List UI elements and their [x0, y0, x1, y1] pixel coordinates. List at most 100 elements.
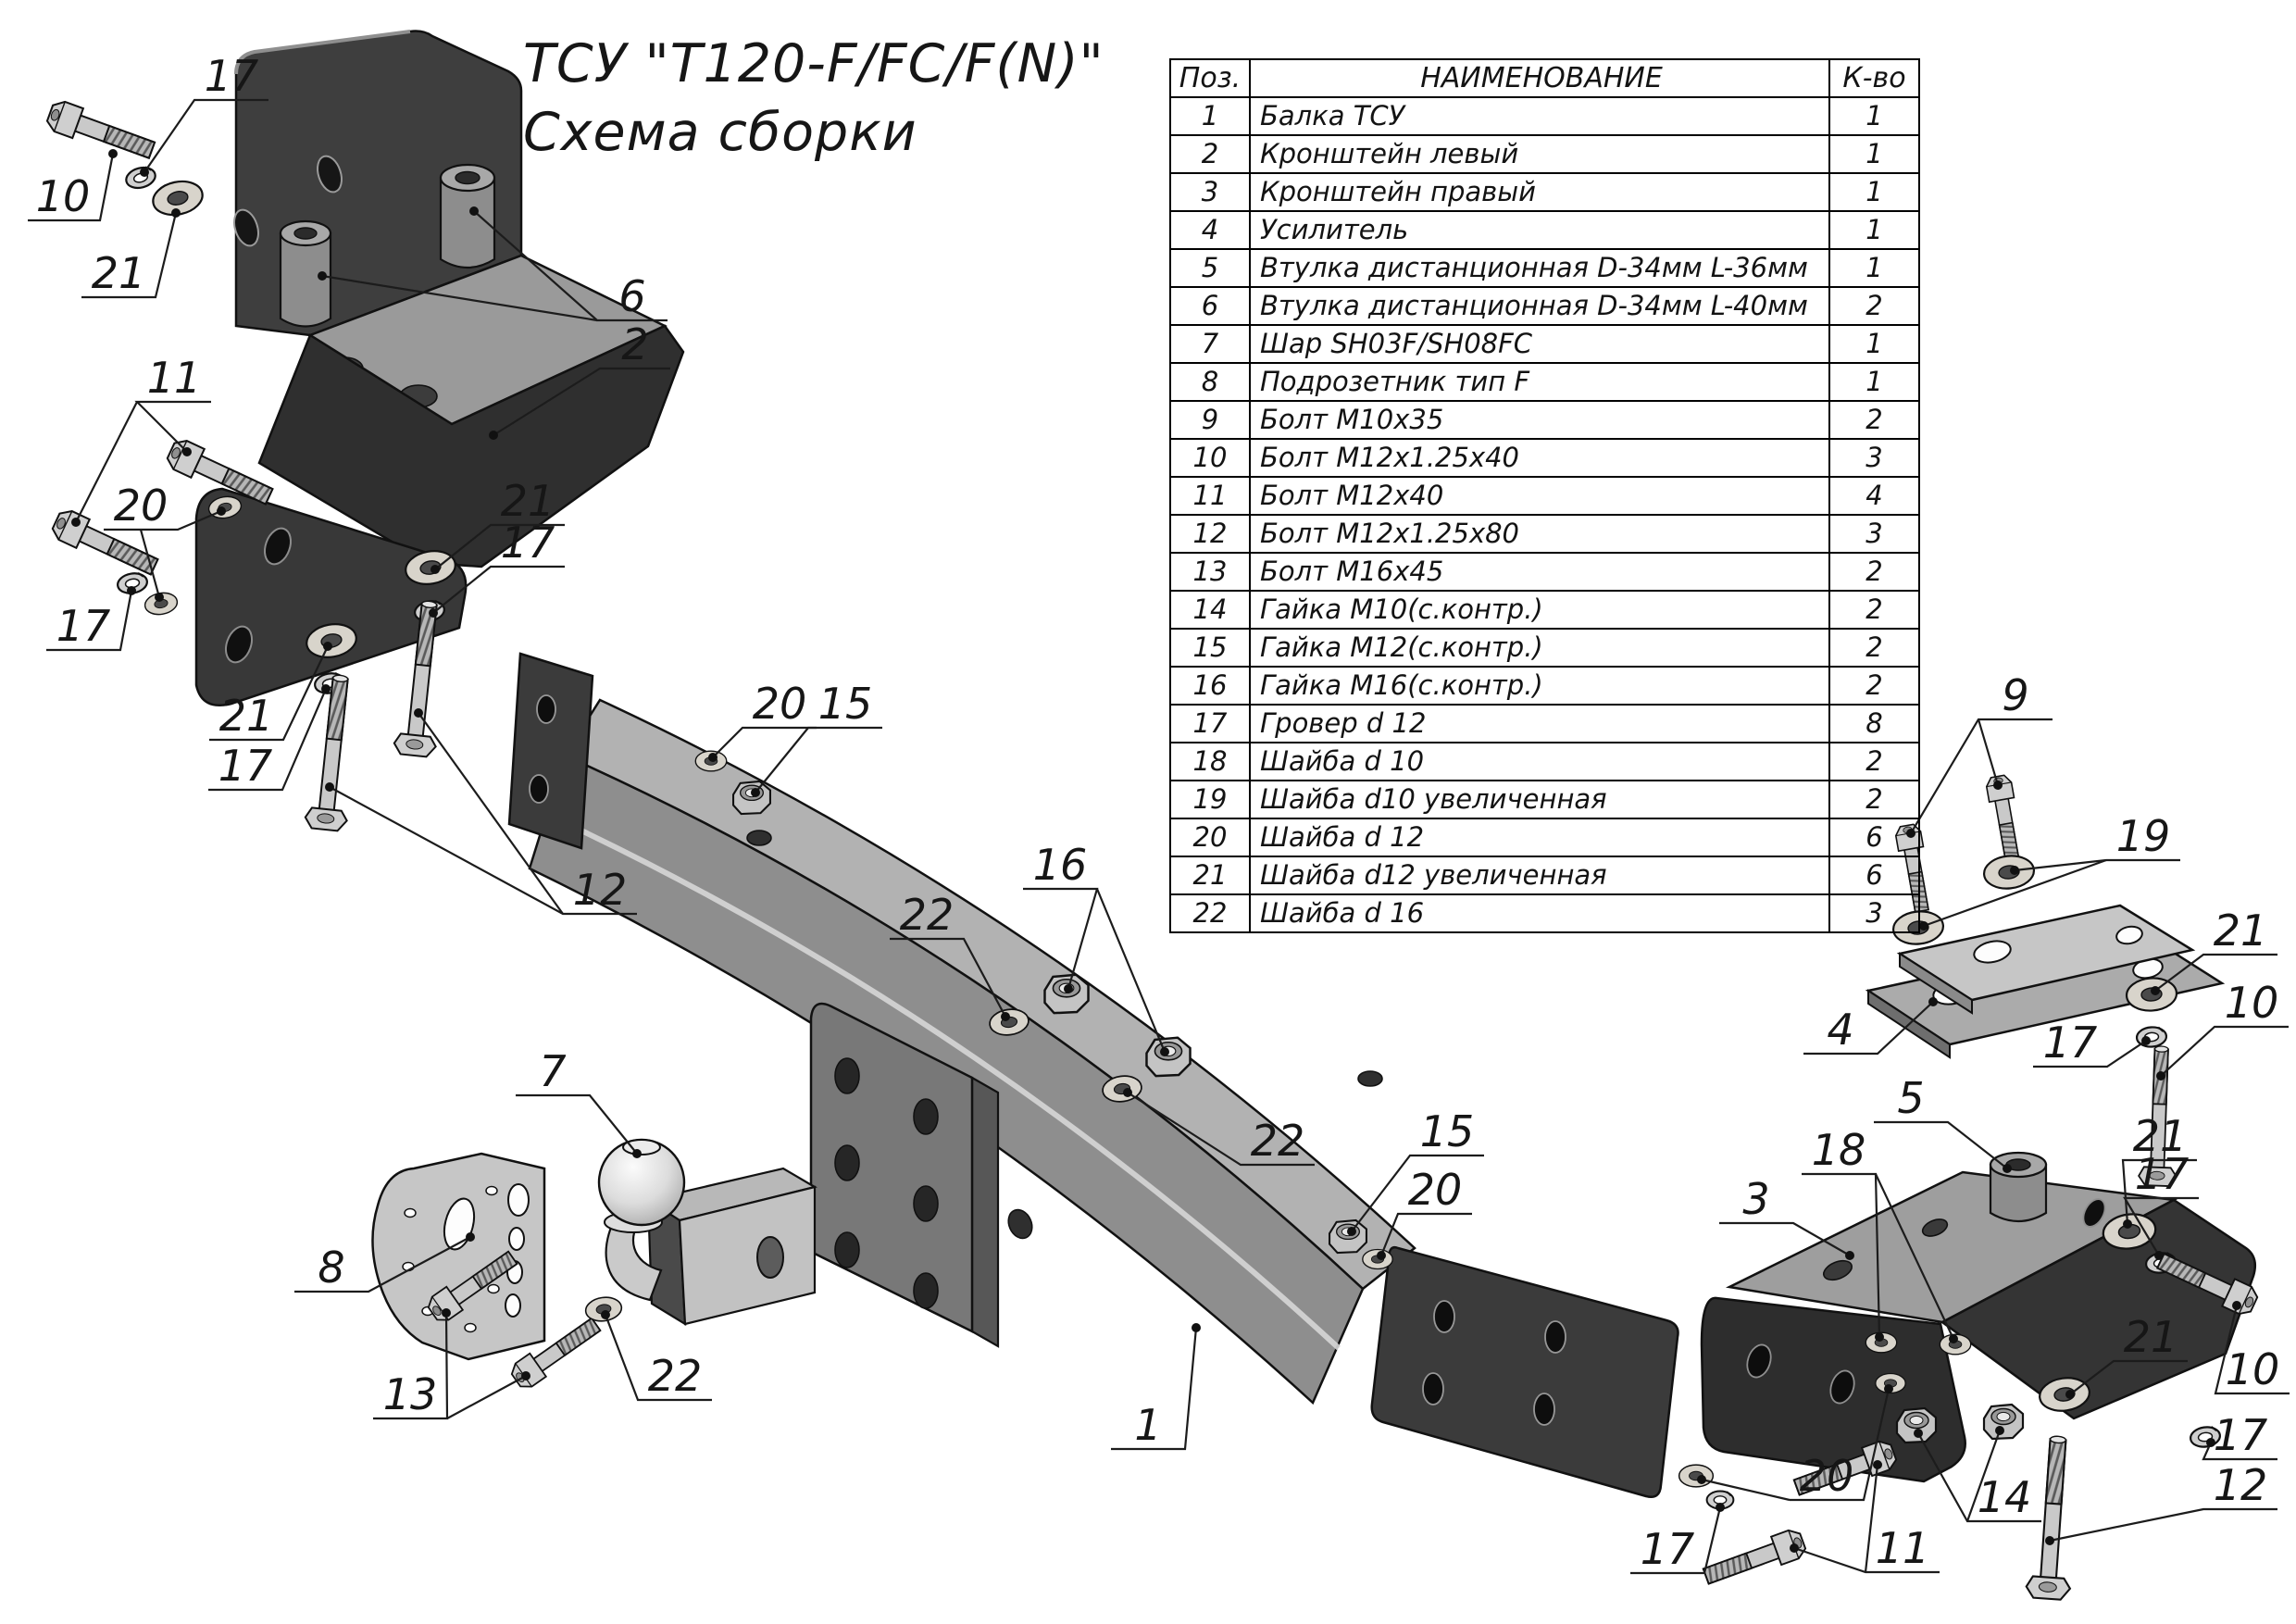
- nut-m16-part: [1145, 1036, 1192, 1078]
- svg-text:17: 17: [501, 518, 555, 568]
- col-header-qty: К-во: [1828, 58, 1920, 98]
- nut-m16-part: [1043, 973, 1090, 1015]
- svg-text:11: 11: [147, 353, 202, 403]
- callout: 7: [516, 1046, 642, 1158]
- svg-text:8: 8: [318, 1243, 344, 1293]
- nut-m12-part: [1329, 1218, 1367, 1255]
- callout: 10: [2214, 1301, 2290, 1395]
- svg-text:3: 3: [1742, 1174, 1769, 1224]
- bolt-m12-part: [1700, 1526, 1809, 1592]
- col-header-name: НАИМЕНОВАНИЕ: [1249, 58, 1830, 98]
- svg-text:11: 11: [1876, 1523, 1930, 1573]
- nut-m12-part: [732, 780, 771, 816]
- callout: 9: [1906, 670, 2053, 838]
- svg-text:17: 17: [2214, 1410, 2268, 1460]
- left-bracket-part: [194, 30, 685, 706]
- callout: 15: [1347, 1106, 1484, 1236]
- callout: 2: [489, 319, 670, 440]
- svg-text:22: 22: [900, 890, 955, 940]
- svg-text:17: 17: [56, 601, 111, 651]
- svg-text:1: 1: [1134, 1400, 1161, 1450]
- svg-text:20: 20: [114, 481, 168, 531]
- svg-text:6: 6: [618, 271, 645, 321]
- callout: 17: [208, 684, 331, 792]
- callout: 5: [1874, 1073, 2012, 1173]
- svg-text:13: 13: [383, 1369, 438, 1419]
- svg-text:5: 5: [1897, 1073, 1924, 1123]
- svg-text:17: 17: [218, 741, 273, 791]
- callout: 21: [430, 476, 565, 574]
- socket-plate-part: [371, 1152, 546, 1361]
- svg-text:19: 19: [2116, 811, 2171, 861]
- callout: 20: [708, 679, 817, 762]
- grover-washer-part: [122, 163, 159, 193]
- callout: 14: [1914, 1426, 2041, 1523]
- svg-text:2: 2: [621, 319, 648, 369]
- callout: 21: [81, 208, 181, 299]
- callout: 11: [71, 353, 211, 527]
- right-bracket-part: [1700, 1151, 2256, 1483]
- bolt-long-part: [303, 672, 363, 833]
- svg-text:9: 9: [2002, 670, 2028, 720]
- callout: 22: [1123, 1088, 1315, 1167]
- beam-part: [507, 652, 1679, 1498]
- callout: 11: [1790, 1460, 1940, 1574]
- callout: 17: [1630, 1503, 1725, 1575]
- svg-text:21: 21: [219, 691, 274, 741]
- callout: 10: [28, 149, 118, 222]
- callout: 17: [2123, 1149, 2199, 1260]
- callout: 10: [2156, 978, 2289, 1081]
- callouts: 17 10 21 6 2 11 20 17 21 17 21 17 12 20 …: [28, 51, 2290, 1575]
- washer-part: [1362, 1248, 1393, 1270]
- bolt-m12-part: [44, 97, 158, 167]
- callout: 17: [46, 586, 136, 652]
- svg-text:21: 21: [501, 476, 555, 526]
- callout: 6: [318, 206, 668, 322]
- svg-text:21: 21: [2214, 906, 2268, 956]
- callout: 19: [1919, 811, 2180, 931]
- svg-text:16: 16: [1033, 840, 1088, 890]
- svg-text:17: 17: [2135, 1149, 2190, 1199]
- washer-d10-part: [1981, 852, 2037, 893]
- washer-part: [1678, 1464, 1715, 1488]
- callout: 16: [1023, 840, 1169, 1056]
- callout: 20: [1697, 1384, 1893, 1502]
- svg-text:22: 22: [1251, 1116, 1305, 1166]
- svg-text:17: 17: [205, 51, 259, 101]
- callout: 22: [890, 890, 1010, 1021]
- svg-text:10: 10: [36, 171, 91, 221]
- svg-text:10: 10: [2225, 978, 2279, 1028]
- callout: 21: [209, 642, 332, 742]
- bushing-d34-part: [279, 163, 496, 328]
- svg-text:17: 17: [2043, 1018, 2098, 1068]
- callout: 13: [373, 1308, 530, 1420]
- svg-text:20: 20: [1408, 1165, 1463, 1215]
- svg-text:7: 7: [539, 1046, 566, 1096]
- svg-text:14: 14: [1978, 1472, 2032, 1522]
- callout: 17: [429, 518, 565, 618]
- callout: 17: [2033, 1018, 2151, 1068]
- svg-text:10: 10: [2226, 1344, 2280, 1394]
- svg-text:20: 20: [753, 679, 807, 729]
- svg-text:20: 20: [1800, 1451, 1854, 1501]
- callout: 12: [325, 708, 637, 916]
- callout: 4: [1803, 997, 1938, 1056]
